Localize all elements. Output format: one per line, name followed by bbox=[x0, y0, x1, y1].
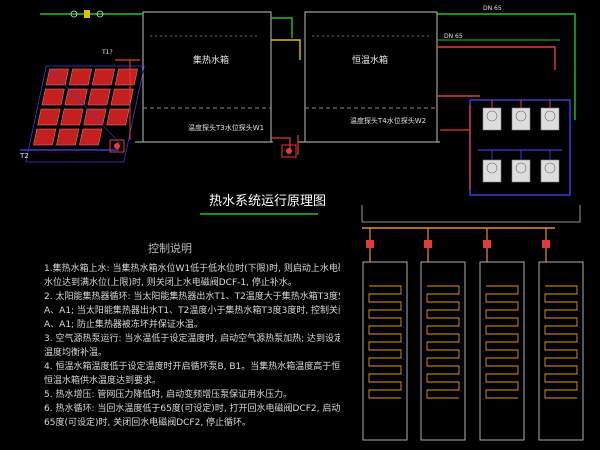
right-tank-label: 恒温水箱 bbox=[352, 54, 388, 66]
control-notes: 1.集热水箱上水: 当集热水箱水位W1低于低水位时(下限)时, 则启动上水电磁阀… bbox=[44, 262, 340, 430]
note-line: 温度均衡补温。 bbox=[44, 348, 108, 358]
note-line: 4. 恒温水箱温度低于设定温度时开启循环泵B, B1。当集热水箱温度高于恒温水箱… bbox=[44, 362, 340, 372]
dn65-right-label: DN 65 bbox=[444, 33, 463, 40]
transfer-pump-icon bbox=[281, 144, 297, 158]
note-line: 2. 太阳能集热器循环: 当太阳能集热器出水T1、T2温度大于集热水箱T3度5度… bbox=[44, 292, 340, 302]
diagram-title: 热水系统运行原理图 bbox=[209, 194, 326, 209]
note-line: 65度(可设定)时, 关闭回水电磁阀DCF2, 停止循环。 bbox=[44, 418, 252, 428]
heat-pump-unit-icon bbox=[482, 107, 560, 183]
inlet-valve-icon bbox=[70, 10, 104, 18]
note-line: 恒温水箱供水温度达到要求。 bbox=[44, 376, 162, 386]
collector-tank bbox=[142, 11, 272, 143]
t1-probe-label: T1? bbox=[101, 49, 113, 56]
solar-collector-array bbox=[25, 65, 145, 163]
notes-heading: 控制说明 bbox=[148, 241, 192, 255]
note-line: A、A1; 当太阳能集热器出水T1、T2温度小于集热水箱T3度3度时, 控制关闭… bbox=[44, 306, 340, 316]
collector-pump-icon bbox=[109, 139, 125, 153]
radiator-coil-icon bbox=[362, 261, 584, 441]
note-line: 5. 热水增压: 管网压力降低时, 启动变频增压泵保证用水压力。 bbox=[44, 390, 293, 400]
left-tank-label: 集热水箱 bbox=[193, 54, 229, 66]
note-line: 1.集热水箱上水: 当集热水箱水位W1低于低水位时(下限)时, 则启动上水电磁阀… bbox=[44, 264, 340, 274]
dn65-top-label: DN 65 bbox=[483, 5, 502, 12]
note-line: 水位达到满水位(上限)时, 则关闭上水电磁阀DCF-1, 停止补水。 bbox=[44, 278, 297, 288]
note-line: 3. 空气源热泵运行: 当水温低于设定温度时, 启动空气源热泵加热; 达到设定温… bbox=[44, 334, 340, 344]
right-probe-label: 温度探头T4水位探头W2 bbox=[350, 116, 426, 125]
t2-probe-label: T2 bbox=[19, 152, 29, 160]
note-line: 6. 热水循环: 当回水温度低于65度(可设定)时, 打开回水电磁阀DCF2, … bbox=[44, 404, 340, 414]
radiator-valve-icon bbox=[366, 240, 550, 248]
note-line: A、A1; 防止集热器被冻坏并保证水温。 bbox=[44, 320, 203, 330]
left-probe-label: 温度探头T3水位探头W1 bbox=[188, 123, 264, 132]
